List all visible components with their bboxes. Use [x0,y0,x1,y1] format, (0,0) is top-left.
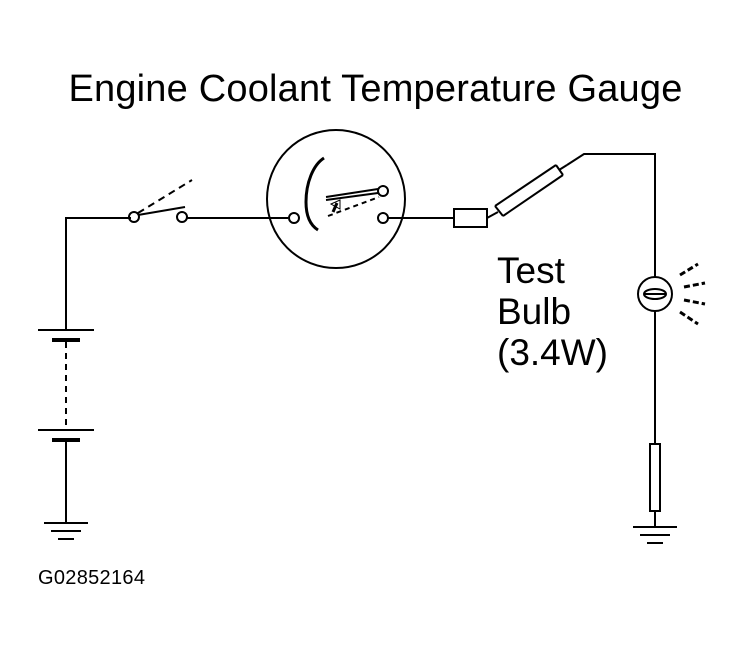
wire-left [65,217,131,330]
wire-probe-to-bulb [566,153,656,278]
figure-code: G02852164 [38,567,146,589]
test-bulb-label-line1: Test [497,250,565,291]
switch [128,179,193,223]
ground-symbol-right [633,526,677,544]
test-bulb-label-line2: Bulb [497,291,572,332]
test-bulb [637,262,706,326]
gauge [266,129,406,269]
test-bulb-label-line3: (3.4W) [497,332,608,373]
diagram-title: Engine Coolant Temperature Gauge [68,68,683,110]
test-bulb-label: Test Bulb (3.4W) [497,250,608,373]
test-probe-upper [486,164,568,219]
test-probe-lower [649,443,661,527]
fuse [453,208,488,228]
ground-symbol-left [44,522,88,540]
